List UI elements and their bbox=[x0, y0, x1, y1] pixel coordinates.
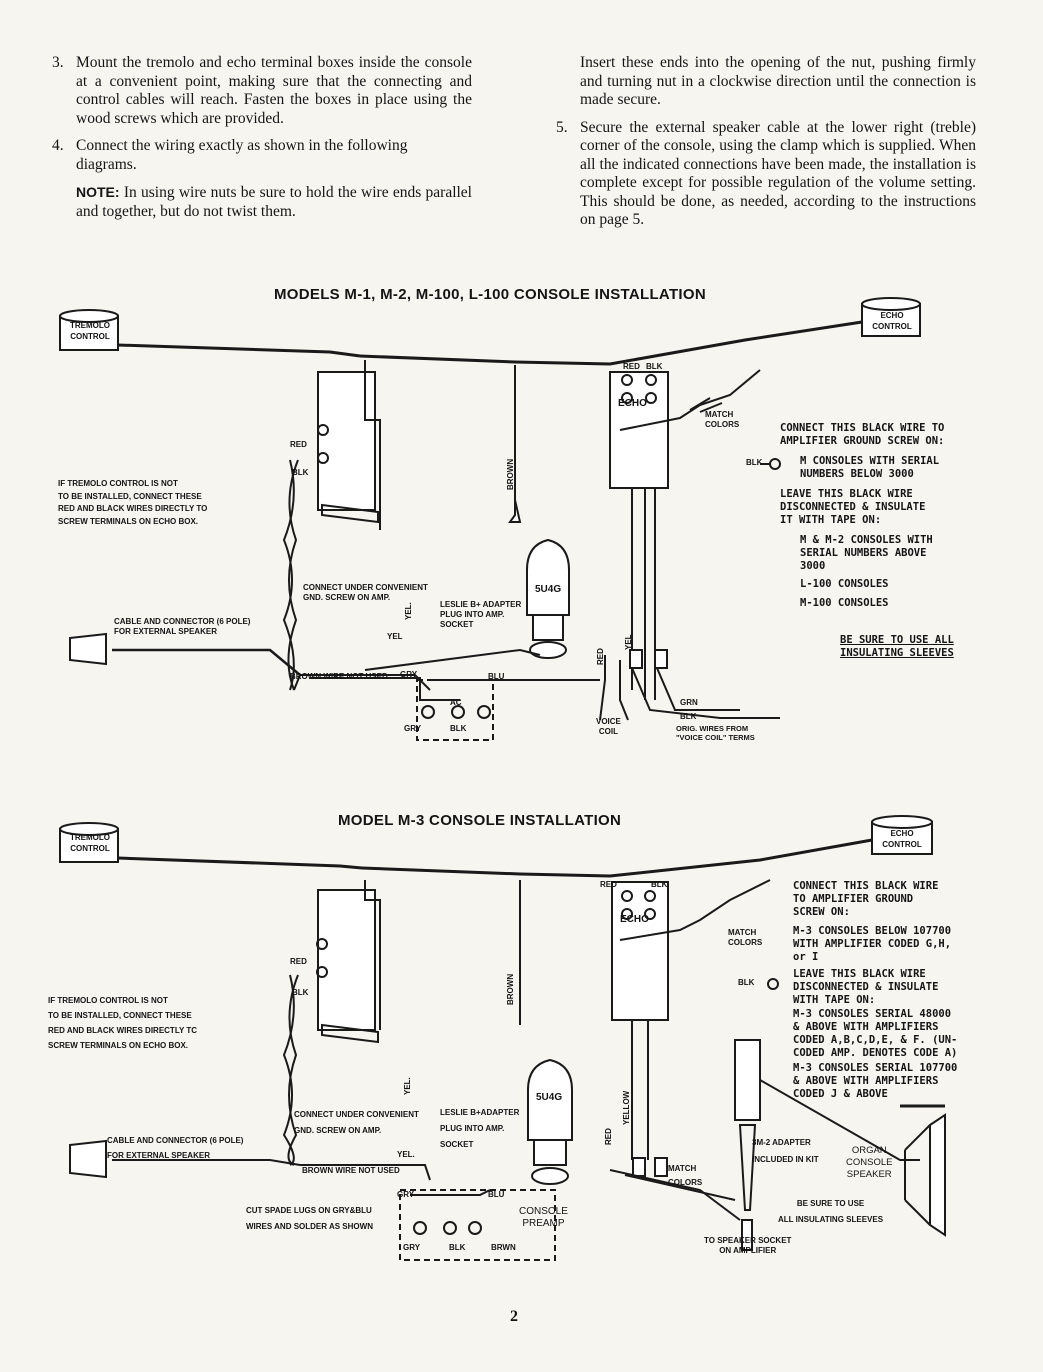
d1-red-2: RED bbox=[290, 440, 307, 449]
d1-gry-2: GRY bbox=[404, 724, 422, 733]
d2-blk-2: BLK bbox=[292, 988, 309, 997]
d2-leslie: LESLIE B+ADAPTER PLUG INTO AMP. SOCKET bbox=[440, 1108, 520, 1149]
d1-red-v: RED bbox=[596, 648, 605, 665]
d1-echo: ECHO bbox=[618, 398, 647, 409]
d2-preamp: CONSOLE PREAMP bbox=[519, 1206, 568, 1229]
echo-control-box-1 bbox=[861, 297, 921, 337]
d1-yel-v: YEL bbox=[624, 634, 633, 650]
d1-leslie: LESLIE B+ ADAPTER PLUG INTO AMP. SOCKET bbox=[440, 600, 522, 629]
d1-sleeves: BE SURE TO USE ALL INSULATING SLEEVES bbox=[840, 634, 954, 659]
d2-yel: YEL. bbox=[397, 1150, 415, 1159]
d2-red: RED bbox=[600, 880, 617, 889]
d1-blk: BLK bbox=[646, 362, 663, 371]
d2-gry-2: GRY bbox=[403, 1243, 421, 1252]
d1-yel-2: YEL bbox=[387, 632, 403, 641]
d1-yel: YEL. bbox=[404, 602, 413, 620]
d1-match-colors: MATCH COLORS bbox=[705, 410, 740, 429]
d2-echo: ECHO bbox=[620, 914, 649, 925]
d2-brown: BROWN bbox=[506, 973, 515, 1005]
tube-5u4g-2 bbox=[527, 1058, 573, 1185]
step-4: 4. Connect the wiring exactly as shown i… bbox=[52, 137, 408, 173]
d2-connect-black: CONNECT THIS BLACK WIRE TO AMPLIFIER GRO… bbox=[793, 880, 939, 918]
d1-blk-5: BLK bbox=[746, 458, 763, 467]
echo-control-label-2: ECHO CONTROL bbox=[882, 829, 922, 849]
d2-leave: LEAVE THIS BLACK WIRE DISCONNECTED & INS… bbox=[793, 968, 939, 1006]
echo-control-box-2 bbox=[871, 815, 933, 855]
d1-l100: L-100 CONSOLES bbox=[800, 578, 889, 590]
d1-ac: AC bbox=[450, 698, 462, 707]
tremolo-control-box-1 bbox=[59, 309, 119, 351]
d1-cable: CABLE AND CONNECTOR (6 POLE) FOR EXTERNA… bbox=[114, 617, 251, 636]
d2-brown-not-used: BROWN WIRE NOT USED bbox=[302, 1166, 400, 1175]
d1-gry: GRY bbox=[400, 670, 418, 679]
step-5: 5. Secure the external speaker cable at … bbox=[556, 118, 976, 229]
d2-blk: BLK bbox=[651, 880, 668, 889]
d2-m3-107700: M-3 CONSOLES SERIAL 107700 & ABOVE WITH … bbox=[793, 1062, 958, 1100]
d1-m-above: M & M-2 CONSOLES WITH SERIAL NUMBERS ABO… bbox=[800, 534, 933, 572]
d1-leave: LEAVE THIS BLACK WIRE DISCONNECTED & INS… bbox=[780, 488, 926, 526]
d2-tremolo-note: IF TREMOLO CONTROL IS NOT TO BE INSTALLE… bbox=[48, 996, 198, 1050]
tube-5u4g-1 bbox=[526, 538, 570, 659]
d2-m3-48000: M-3 CONSOLES SERIAL 48000 & ABOVE WITH A… bbox=[793, 1008, 958, 1059]
d1-blk-2: BLK bbox=[292, 468, 309, 477]
left-column: 3. Mount the tremolo and echo terminal b… bbox=[52, 54, 472, 230]
d1-connect-black: CONNECT THIS BLACK WIRE TO AMPLIFIER GRO… bbox=[780, 422, 945, 447]
d1-brown: BROWN bbox=[506, 458, 515, 490]
d2-sleeves: BE SURE TO USE ALL INSULATING SLEEVES bbox=[778, 1199, 884, 1224]
step-4-continued: Insert these ends into the opening of th… bbox=[580, 54, 976, 108]
d1-blu: BLU bbox=[488, 672, 505, 681]
d1-m100: M-100 CONSOLES bbox=[800, 597, 889, 609]
d2-cut: CUT SPADE LUGS ON GRY&BLU WIRES AND SOLD… bbox=[246, 1206, 373, 1231]
tremolo-control-label-2: TREMOLO CONTROL bbox=[70, 833, 110, 853]
d2-yellow-v: YELLOW bbox=[622, 1090, 631, 1125]
step-3: 3. Mount the tremolo and echo terminal b… bbox=[52, 54, 472, 127]
d1-brown-not-used: BROWN WIRE NOT USED bbox=[290, 672, 388, 681]
d2-blk-4: BLK bbox=[738, 978, 755, 987]
d2-blu: BLU bbox=[488, 1190, 505, 1199]
d1-gnd: CONNECT UNDER CONVENIENT GND. SCREW ON A… bbox=[303, 583, 428, 602]
d1-grn: GRN bbox=[680, 698, 698, 707]
d2-organ-speaker: ORGAN CONSOLE SPEAKER bbox=[846, 1145, 893, 1180]
d2-to-socket: TO SPEAKER SOCKET ON AMPLIFIER bbox=[704, 1236, 792, 1255]
d2-gnd: CONNECT UNDER CONVENIENT GND. SCREW ON A… bbox=[294, 1110, 419, 1135]
diagram-2-title: MODEL M-3 CONSOLE INSTALLATION bbox=[338, 812, 622, 829]
note: NOTE: In using wire nuts be sure to hold… bbox=[76, 184, 472, 220]
tremolo-control-label-1: TREMOLO CONTROL bbox=[70, 321, 110, 341]
d2-adapter: 3M-2 ADAPTER INCLUDED IN KIT bbox=[752, 1138, 819, 1164]
d2-cable: CABLE AND CONNECTOR (6 POLE) FOR EXTERNA… bbox=[107, 1136, 244, 1160]
page-number: 2 bbox=[510, 1308, 518, 1325]
d1-orig-wires: ORIG. WIRES FROM "VOICE COIL" TERMS bbox=[676, 724, 755, 742]
diagram-1-title: MODELS M-1, M-2, M-100, L-100 CONSOLE IN… bbox=[274, 286, 706, 303]
d1-blk-3: BLK bbox=[450, 724, 467, 733]
d2-match-colors: MATCH COLORS bbox=[728, 928, 763, 947]
right-column: Insert these ends into the opening of th… bbox=[556, 54, 976, 239]
d1-tremolo-note: IF TREMOLO CONTROL IS NOT TO BE INSTALLE… bbox=[58, 479, 208, 526]
d2-tube: 5U4G bbox=[536, 1092, 563, 1103]
d2-match-colors-2: MATCH COLORS bbox=[668, 1164, 703, 1187]
tremolo-control-box-2 bbox=[59, 822, 119, 863]
d2-blk-3: BLK bbox=[449, 1243, 466, 1252]
echo-control-label-1: ECHO CONTROL bbox=[872, 311, 912, 331]
d2-red-2: RED bbox=[290, 957, 307, 966]
d2-yel-v: YEL. bbox=[403, 1077, 412, 1095]
d2-brwn: BRWN bbox=[491, 1243, 516, 1252]
d2-m3-below: M-3 CONSOLES BELOW 107700 WITH AMPLIFIER… bbox=[793, 925, 952, 963]
d1-blk-4: BLK bbox=[680, 712, 697, 721]
d1-red: RED bbox=[623, 362, 640, 371]
d1-tube: 5U4G bbox=[535, 584, 562, 595]
d2-red-v: RED bbox=[604, 1128, 613, 1145]
d1-voice-coil: VOICE COIL bbox=[596, 717, 621, 736]
d1-m-below: M CONSOLES WITH SERIAL NUMBERS BELOW 300… bbox=[800, 455, 940, 480]
d2-gry: GRY bbox=[397, 1190, 415, 1199]
